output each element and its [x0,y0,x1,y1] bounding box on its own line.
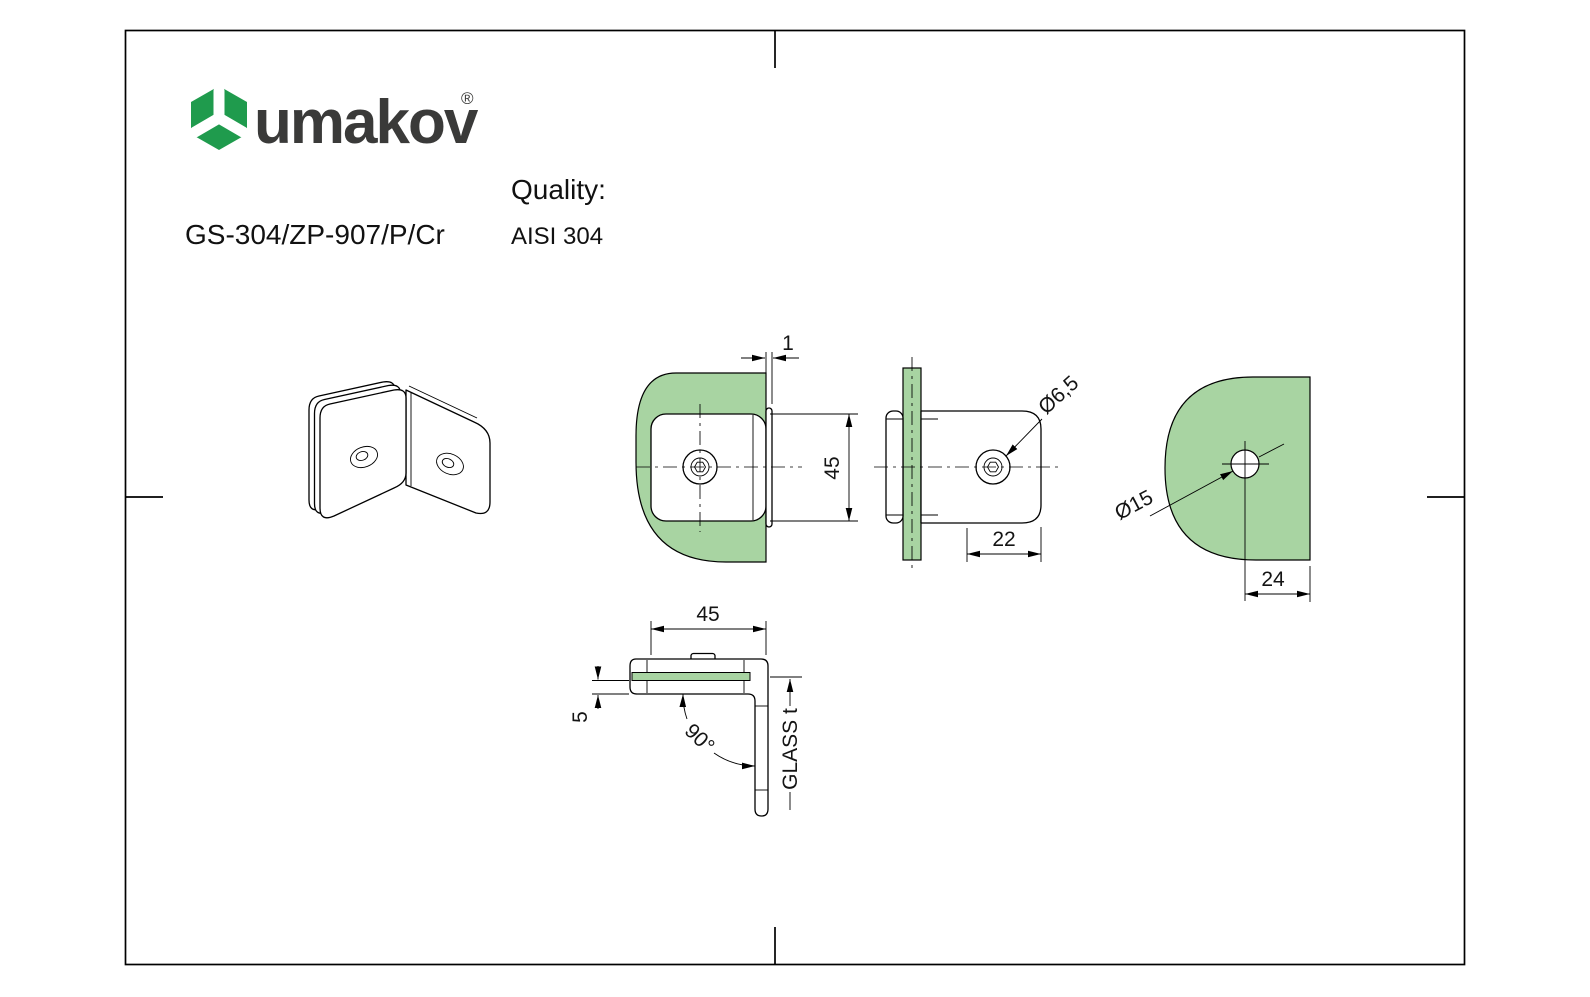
iso-front-plate [319,389,407,519]
iso-left-hole [349,445,379,469]
dim-hole-edge-distance: 24 [1261,568,1285,591]
quality-label: Quality: [511,174,606,205]
glass-thickness-note: GLASS t [779,708,802,790]
bottom-glass-slot [631,672,751,681]
front-view: 1 45 [635,332,858,563]
brand-logo: umakov ® [189,85,481,157]
dim-mount-offset: 22 [992,528,1015,551]
dim-clamp-height: 45 [821,456,844,479]
logo-wordmark: umakov [254,88,479,157]
dim-glass-hole-diameter: Ø15 [1111,486,1157,525]
sheet-frame [124,29,1466,966]
dim-bend-angle: 90° [680,719,719,758]
bottom-view: 45 5 90° GLASS t [569,603,802,817]
logo-cube-icon [189,85,249,138]
dim-screw-hole-diameter: Ø6,5 [1034,371,1083,419]
registered-trademark: ® [461,89,474,108]
quality-value: AISI 304 [511,223,603,250]
iso-right-plate [405,389,491,515]
iso-right-hole [436,452,464,476]
glass-hole-view: Ø15 24 [1111,376,1311,602]
part-number: GS-304/ZP-907/P/Cr [185,219,445,250]
isometric-view [308,381,491,519]
side-view: Ø6,5 22 [874,357,1083,572]
dim-clamp-width: 45 [696,603,719,626]
front-bent-plate-edge [765,407,773,528]
dim-edge-offset: 1 [782,332,794,355]
dim-plate-thickness: 5 [569,711,592,723]
